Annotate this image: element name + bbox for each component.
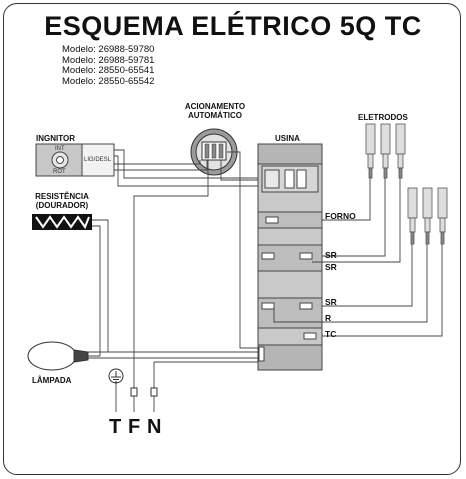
auto-switch-label-line1: ACIONAMENTO (184, 102, 246, 111)
terminal-label-sr: SR (325, 297, 337, 307)
model-list: Modelo: 26988-59780 Modelo: 26988-59781 … (62, 44, 155, 87)
terminal-label-forno: FORNO (325, 211, 356, 221)
diagram-frame (3, 3, 461, 475)
ground-symbol (108, 368, 124, 384)
terminal-n-connector (150, 387, 158, 397)
ignitor (35, 143, 115, 177)
usina-block (257, 143, 323, 371)
electrodes-label: ELETRODOS (358, 113, 408, 122)
terminal-label-sr: SR (325, 250, 337, 260)
supply-label-n: N (147, 416, 162, 438)
resistor-label-line1: RESISTÊNCIA (35, 192, 89, 201)
terminal-label-tc: TC (325, 329, 337, 339)
auto-switch-label: ACIONAMENTO AUTOMÁTICO (172, 102, 258, 120)
model-line: Modelo: 28550-65542 (62, 75, 155, 87)
model-line: Modelo: 26988-59781 (62, 54, 155, 66)
usina-label: USINA (275, 134, 300, 143)
lamp (27, 341, 89, 371)
resistor-label-line2: (DOURADOR) (35, 201, 89, 210)
resistor-label: RESISTÊNCIA (DOURADOR) (28, 192, 96, 210)
auto-switch (190, 128, 238, 176)
supply-label-f: F (128, 416, 141, 438)
electrodes-bottom (407, 187, 448, 245)
terminal-f-connector (130, 387, 138, 397)
model-line: Modelo: 26988-59780 (62, 44, 155, 55)
wires (88, 149, 443, 412)
auto-switch-label-line2: AUTOMÁTICO (187, 111, 243, 120)
ignitor-label: INGNITOR (36, 134, 75, 143)
model-line: Modelo: 28550-65541 (62, 65, 155, 76)
lamp-label: LÂMPADA (32, 376, 72, 385)
terminal-label-sr: SR (325, 262, 337, 272)
resistor-heater (32, 214, 92, 230)
diagram-title: ESQUEMA ELÉTRICO 5Q TC (44, 11, 422, 41)
terminal-label-r: R (325, 313, 332, 323)
supply-label-t: T (109, 416, 122, 438)
electrodes-top (365, 123, 406, 179)
ignitor-switch-label: LIG/DESL (84, 157, 112, 163)
ignitor-int-label: INT (55, 146, 65, 152)
ignitor-rot-label: ROT (53, 169, 66, 175)
